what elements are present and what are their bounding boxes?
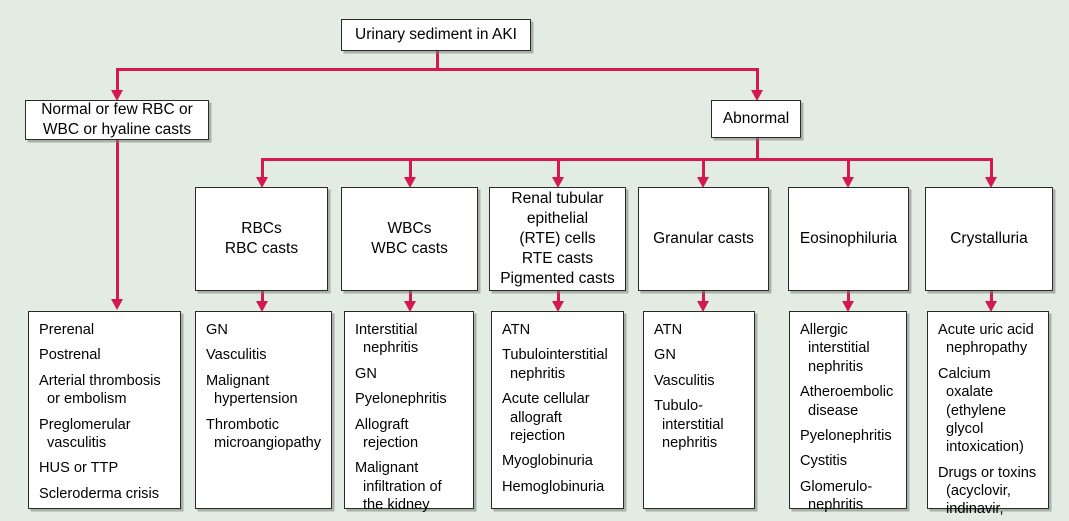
connector-abnormal-stem: [756, 138, 759, 160]
list-item: Atheroembolic disease: [800, 384, 894, 419]
connector-rbcs-to-outcomes: [261, 290, 264, 304]
connector-drop-wbcs: [409, 158, 412, 179]
list-item: Prerenal: [39, 322, 95, 338]
node-wbcs[interactable]: WBCs WBC casts: [341, 187, 478, 291]
node-label: Normal or few RBC or WBC or hyaline cast…: [41, 101, 193, 138]
list-item: Interstitial nephritis: [355, 322, 419, 357]
connector-root-stem: [436, 50, 439, 70]
node-label: Granular casts: [653, 230, 754, 248]
list-item: Malignant hypertension: [206, 372, 298, 408]
node-rbcs[interactable]: RBCs RBC casts: [195, 187, 328, 291]
connector-level1-left-drop: [116, 68, 119, 92]
list-item: Tubulointerstitial nephritis: [502, 347, 608, 382]
connector-drop-rte: [557, 158, 560, 179]
node-normal[interactable]: Normal or few RBC or WBC or hyaline cast…: [25, 100, 209, 140]
arrow-to-rte-outcomes: [552, 301, 564, 312]
connector-eosinophiluria-to-outcomes: [847, 290, 850, 304]
connector-rte-to-outcomes: [557, 290, 560, 304]
arrow-to-granular: [697, 177, 709, 188]
arrow-to-rbcs: [256, 177, 268, 188]
list-item: Vasculitis: [206, 347, 267, 364]
node-label: Eosinophiluria: [799, 230, 898, 248]
list-item: Glomerulo- nephritis: [800, 478, 873, 513]
node-crystalluria[interactable]: Crystalluria: [925, 187, 1053, 291]
list-item: Preglomerular vasculitis: [39, 416, 131, 451]
list-item: Pyelonephritis: [800, 427, 892, 444]
connector-drop-crystalluria: [990, 158, 993, 179]
arrow-to-eosinophiluria-outcomes: [842, 301, 854, 312]
arrow-to-crystalluria-outcomes: [985, 301, 997, 312]
node-label: WBCs WBC casts: [371, 220, 448, 257]
node-abnormal[interactable]: Abnormal: [711, 100, 801, 138]
list-item: Arterial thrombosis or embolism: [39, 372, 161, 408]
list-item: GN: [355, 365, 377, 382]
list-item: Acute cellular allograft rejection: [502, 391, 590, 444]
list-item: Calcium oxalate (ethylene glycol intoxic…: [938, 365, 1024, 456]
list-item: Cystitis: [800, 453, 848, 470]
list-item: Scleroderma crisis: [39, 485, 160, 502]
arrow-to-eosinophiluria: [842, 177, 854, 188]
list-item: Acute uric acid nephropathy: [938, 322, 1034, 357]
connector-drop-granular: [702, 158, 705, 179]
arrow-to-granular-outcomes: [697, 301, 709, 312]
list-item: HUS or TTP: [39, 460, 119, 477]
node-granular-casts[interactable]: Granular casts: [638, 187, 769, 291]
list-item: Vasculitis: [654, 372, 715, 389]
connector-crystalluria-to-outcomes: [990, 290, 993, 304]
arrow-to-rte: [552, 177, 564, 188]
list-item: Allograft rejection: [355, 416, 419, 451]
node-label: Abnormal: [722, 110, 790, 128]
connector-drop-rbcs: [261, 158, 264, 179]
list-item: Tubulo- interstitial nephritis: [654, 398, 724, 451]
list-item: Pyelonephritis: [355, 391, 447, 408]
connector-wbcs-to-outcomes: [409, 290, 412, 304]
connector-level2-bus: [261, 158, 992, 161]
node-label: Renal tubular epithelial (RTE) cells RTE…: [500, 190, 615, 287]
arrow-to-abnormal: [751, 90, 763, 101]
arrow-to-normal: [111, 90, 123, 101]
connector-level1-bus: [116, 68, 759, 71]
arrow-to-wbcs: [404, 177, 416, 188]
connector-drop-eosinophiluria: [847, 158, 850, 179]
node-label: RBCs RBC casts: [224, 220, 299, 257]
list-item: ATN: [654, 322, 683, 338]
list-item: Postrenal: [39, 347, 101, 364]
arrow-to-wbcs-outcomes: [404, 301, 416, 312]
arrow-to-crystalluria: [985, 177, 997, 188]
node-urinary-sediment-in-aki[interactable]: Urinary sediment in AKI: [341, 19, 531, 51]
node-eosinophiluria[interactable]: Eosinophiluria: [788, 187, 909, 291]
list-item: Malignant infiltration of the kidney: [355, 460, 442, 513]
list-item: ATN: [502, 322, 531, 338]
list-item: Myoglobinuria: [502, 453, 593, 470]
list-item: GN: [206, 322, 228, 338]
list-item: GN: [654, 347, 676, 364]
node-label: Crystalluria: [950, 230, 1028, 248]
list-item: Drugs or toxins (acyclovir, indinavir, s…: [938, 464, 1037, 521]
arrow-to-normal-outcomes: [111, 299, 123, 310]
connector-granular-to-outcomes: [702, 290, 705, 304]
list-item: Thrombotic microangiopathy: [206, 416, 322, 451]
connector-level1-right-drop: [756, 68, 759, 92]
list-item: Allergic interstitial nephritis: [800, 322, 870, 375]
connector-normal-drop: [116, 138, 119, 301]
node-label: Urinary sediment in AKI: [355, 26, 517, 44]
list-item: Hemoglobinuria: [502, 478, 605, 495]
node-rte-cells[interactable]: Renal tubular epithelial (RTE) cells RTE…: [489, 187, 626, 291]
arrow-to-rbcs-outcomes: [256, 301, 268, 312]
